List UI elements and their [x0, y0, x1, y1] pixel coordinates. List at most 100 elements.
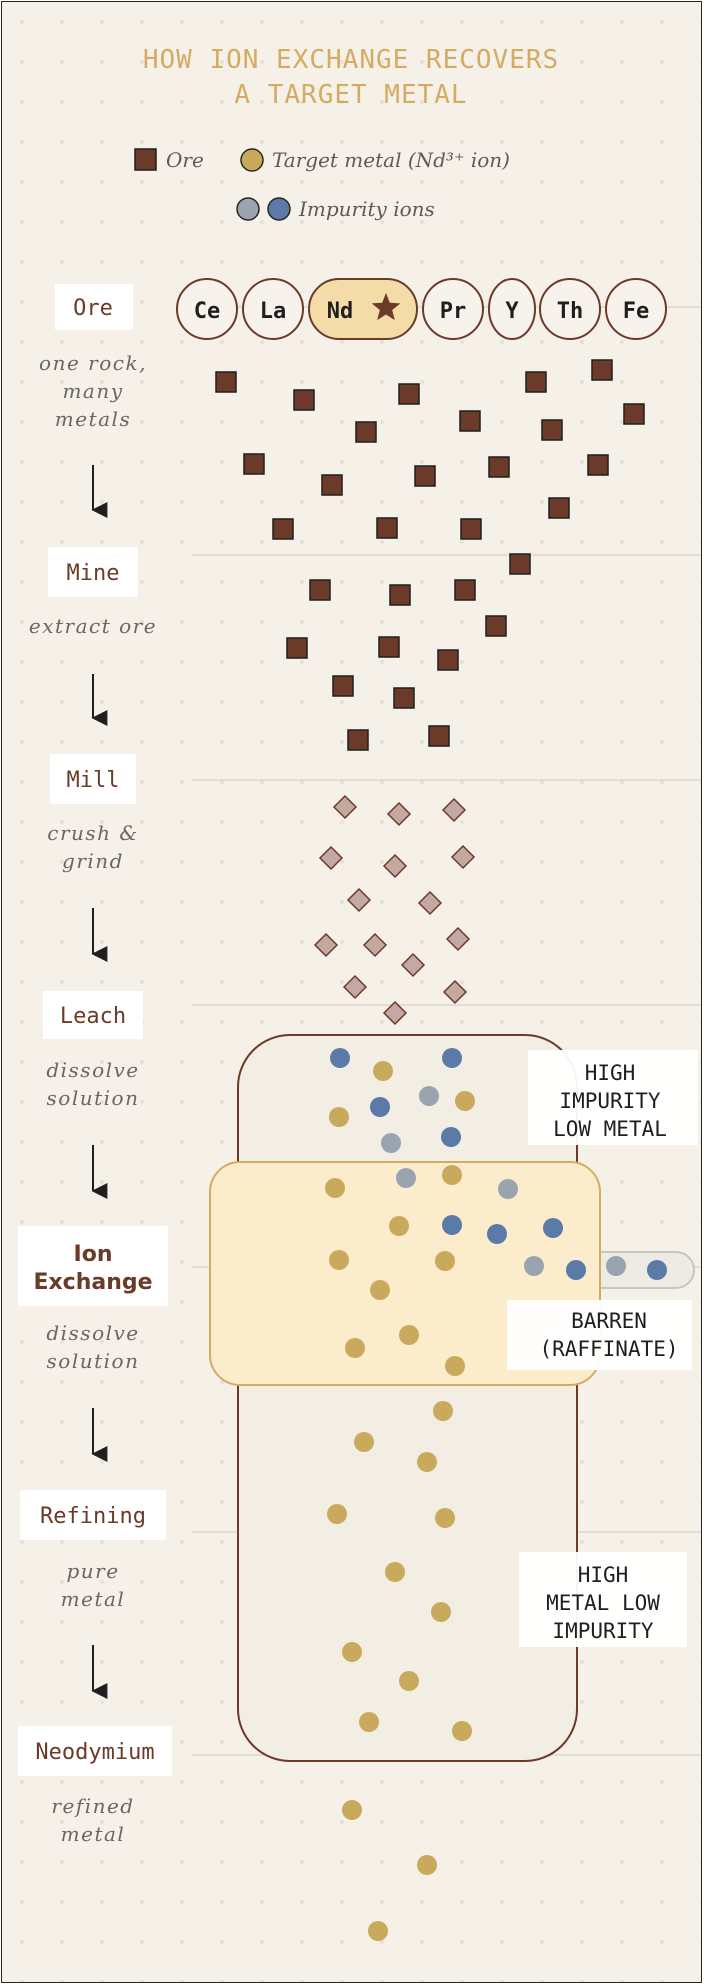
- callout-high-metal: HIGH METAL LOW IMPURITY: [519, 1552, 687, 1647]
- crushed-ore-diamond: [362, 932, 388, 958]
- legend-impurity-label: Impurity ions: [298, 197, 435, 221]
- target-metal-ion: [431, 1602, 451, 1622]
- element-pill-label: Th: [557, 299, 584, 324]
- ore-square: [321, 474, 343, 496]
- legend-target-label: Target metal (Nd³⁺ ion): [272, 148, 510, 172]
- callout-top-line-2: IMPURITY: [559, 1089, 661, 1113]
- target-metal-ion: [325, 1178, 345, 1198]
- crushed-ore-diamond: [313, 932, 339, 958]
- ore-square: [389, 584, 411, 606]
- target-metal-ion: [435, 1251, 455, 1271]
- crushed-ore-diamond: [386, 801, 412, 827]
- callout-barren-line-2: (RAFFINATE): [539, 1337, 678, 1361]
- crushed-ore-diamond: [382, 1000, 408, 1026]
- impurity-ion-blue: [330, 1048, 350, 1068]
- stage-ion-exchange-sublabel-2: solution: [47, 1349, 140, 1373]
- element-pill-label: Fe: [623, 299, 650, 324]
- target-metal-ion: [385, 1562, 405, 1582]
- target-metal-ion: [368, 1921, 388, 1941]
- star-icon: [371, 293, 401, 321]
- crushed-ore-diamond: [400, 952, 426, 978]
- target-metal-ion: [442, 1165, 462, 1185]
- ore-square: [509, 553, 531, 575]
- ore-square: [272, 518, 294, 540]
- target-metal-ion: [373, 1061, 393, 1081]
- stage-leach: Leach dissolve solution: [43, 991, 143, 1110]
- ore-square: [378, 636, 400, 658]
- impurity-ion-blue: [487, 1224, 507, 1244]
- ore-square: [332, 675, 354, 697]
- target-metal-ion: [399, 1325, 419, 1345]
- element-pill-fe: Fe: [605, 278, 667, 340]
- ore-square: [376, 517, 398, 539]
- target-metal-ion: [329, 1107, 349, 1127]
- stage-neodymium-sublabel-1: refined: [51, 1794, 134, 1818]
- stage-mine-label: Mine: [67, 561, 120, 586]
- stage-refining-sublabel-2: metal: [61, 1587, 126, 1611]
- stage-neodymium-label: Neodymium: [35, 1740, 154, 1765]
- stage-neodymium-sublabel-2: metal: [61, 1822, 126, 1846]
- stage-refining-label: Refining: [40, 1504, 146, 1529]
- impurity-ion-blue: [543, 1218, 563, 1238]
- ore-square: [293, 389, 315, 411]
- callout-high-impurity: HIGH IMPURITY LOW METAL: [528, 1050, 698, 1145]
- callout-barren: BARREN (RAFFINATE): [507, 1300, 692, 1370]
- legend-target-swatch: [240, 148, 264, 172]
- impurity-ion-gray: [606, 1256, 626, 1276]
- title-line-2: A TARGET METAL: [234, 80, 467, 110]
- stage-mill: Mill crush & grind: [47, 754, 138, 873]
- element-pill-th: Th: [539, 278, 601, 340]
- legend-ore-swatch: [134, 148, 157, 171]
- ore-square: [488, 456, 510, 478]
- stage-ion-exchange: Ion Exchange dissolve solution: [18, 1226, 168, 1373]
- element-pill-label: Pr: [440, 299, 467, 324]
- element-pill-la: La: [242, 278, 304, 340]
- ore-square: [548, 497, 570, 519]
- ore-square: [541, 419, 563, 441]
- callout-bottom-line-2: METAL LOW: [546, 1591, 660, 1615]
- ore-square: [355, 421, 377, 443]
- target-metal-ion: [327, 1504, 347, 1524]
- impurity-ion-blue: [442, 1215, 462, 1235]
- ore-square: [459, 410, 481, 432]
- target-metal-ion: [455, 1091, 475, 1111]
- legend-impurity-blue-swatch: [267, 197, 291, 221]
- stage-ion-exchange-sublabel-1: dissolve: [46, 1321, 139, 1345]
- ore-square: [347, 729, 369, 751]
- impurity-ion-blue: [566, 1260, 586, 1280]
- crushed-ore-diamond: [417, 890, 443, 916]
- element-pill-nd: Nd: [308, 278, 418, 340]
- target-metal-ion: [445, 1356, 465, 1376]
- impurity-ion-blue: [370, 1097, 390, 1117]
- target-metal-ion: [417, 1855, 437, 1875]
- ion-exchange-panel: [209, 1161, 601, 1386]
- target-metal-ion: [417, 1452, 437, 1472]
- target-metal-ion: [329, 1250, 349, 1270]
- stage-mill-sublabel-1: crush &: [47, 821, 138, 845]
- impurity-ion-blue: [442, 1048, 462, 1068]
- ore-square: [525, 371, 547, 393]
- target-metal-ion: [389, 1216, 409, 1236]
- stage-ore-sublabel-1: one rock,: [39, 351, 147, 375]
- callout-bottom-line-3: IMPURITY: [552, 1619, 654, 1643]
- stage-mine: Mine extract ore: [29, 547, 157, 638]
- target-metal-ion: [370, 1280, 390, 1300]
- crushed-ore-diamond: [450, 844, 476, 870]
- impurity-ion-blue: [647, 1260, 667, 1280]
- target-metal-ion: [342, 1642, 362, 1662]
- stage-mine-sublabel-1: extract ore: [29, 614, 157, 638]
- stage-neodymium: Neodymium refined metal: [18, 1726, 172, 1846]
- crushed-ore-diamond: [445, 926, 471, 952]
- ore-square: [623, 403, 645, 425]
- stage-leach-label: Leach: [60, 1004, 126, 1029]
- callout-bottom-line-1: HIGH: [578, 1563, 629, 1587]
- target-metal-ion: [433, 1401, 453, 1421]
- ore-particles: [215, 359, 645, 751]
- stage-leach-sublabel-2: solution: [47, 1086, 140, 1110]
- element-pill-label: Ce: [194, 299, 221, 324]
- stage-mill-sublabel-2: grind: [62, 849, 124, 873]
- ore-square: [591, 359, 613, 381]
- crushed-ore-diamond: [442, 979, 468, 1005]
